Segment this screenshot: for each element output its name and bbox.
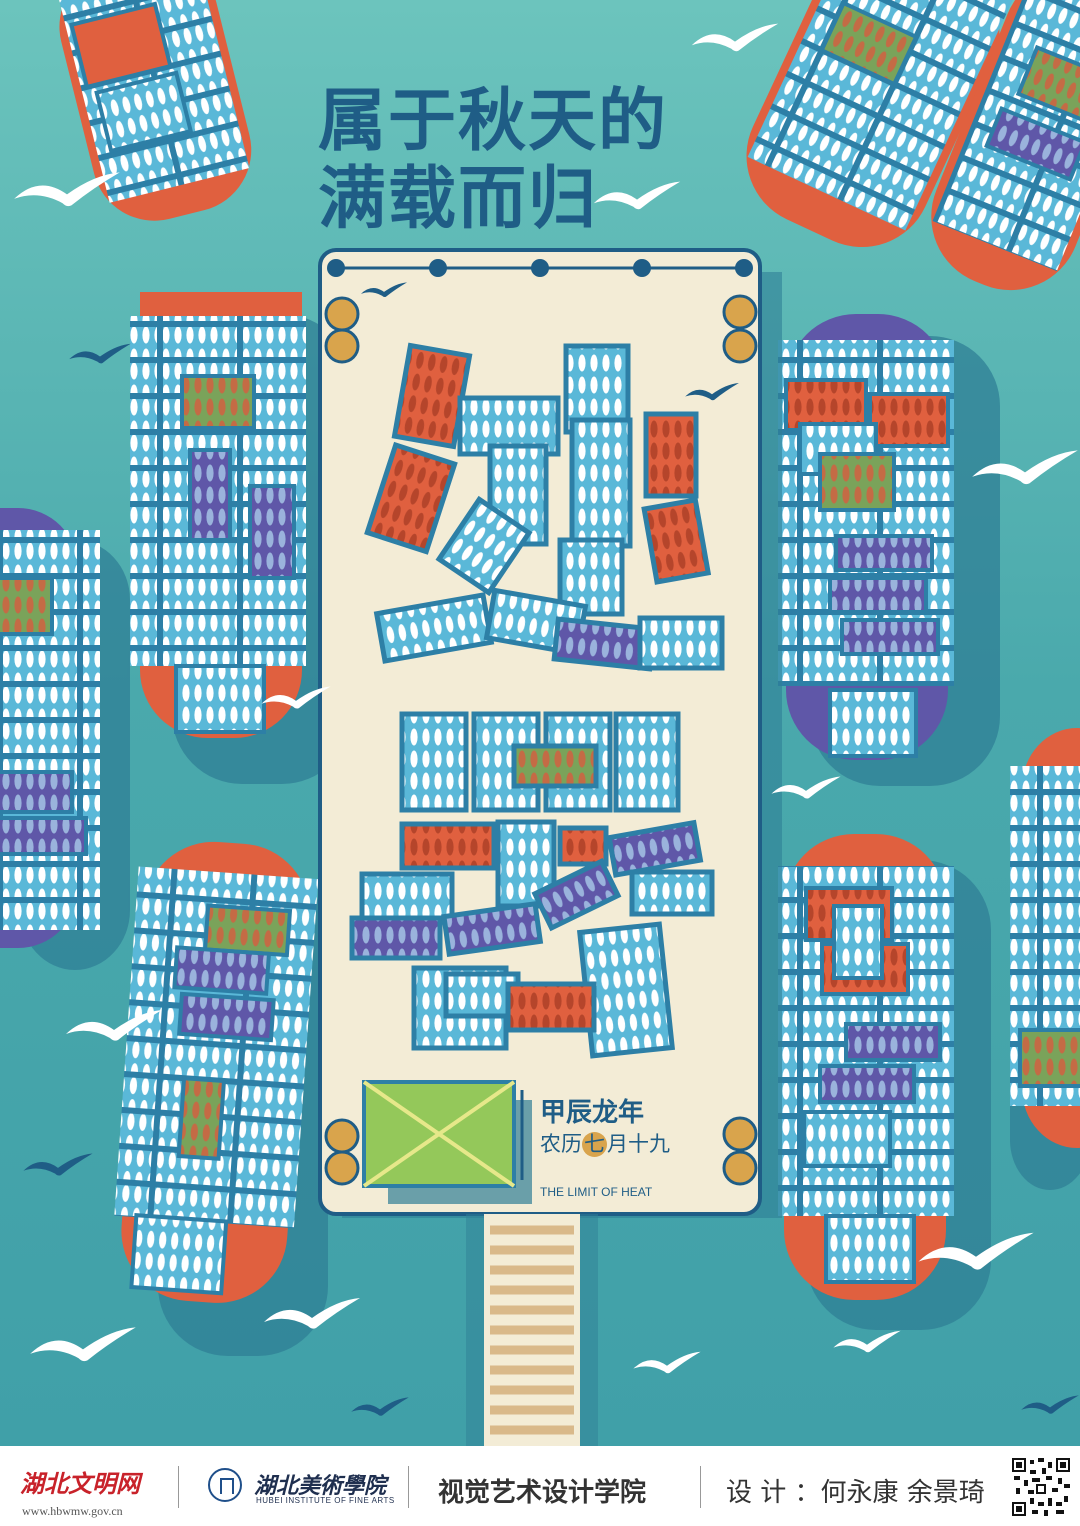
qr-code-icon[interactable] xyxy=(1012,1458,1070,1516)
school-emblem-icon xyxy=(208,1468,242,1502)
seagull-icon xyxy=(833,1330,901,1353)
design-credit: 设 计 ：何永康 余景琦 xyxy=(726,1478,985,1508)
footer-divider xyxy=(700,1466,701,1508)
boat-icon xyxy=(130,292,306,738)
footer: 湖北文明网 www.hbwmw.gov.cn 湖北美術學院 HUBEI INST… xyxy=(0,1446,1080,1526)
seagull-icon xyxy=(593,181,681,210)
footer-divider xyxy=(408,1466,409,1508)
footer-divider xyxy=(178,1466,179,1508)
boat-icon xyxy=(931,0,1080,291)
lunar-highlight: 七 xyxy=(582,1132,607,1157)
boat-icon xyxy=(114,841,319,1303)
lunar-date: 农历七月十九 xyxy=(540,1128,670,1158)
seagull-icon xyxy=(633,1351,701,1374)
seagull-icon xyxy=(69,343,131,364)
boat-icon xyxy=(0,508,100,948)
school-logo: 湖北美術學院 xyxy=(254,1473,387,1499)
seagull-icon xyxy=(351,1397,409,1416)
poster-title-line1: 属于秋天的 xyxy=(318,82,669,161)
college-name: 视觉艺术设计学院 xyxy=(438,1478,647,1508)
school-logo-en: HUBEI INSTITUTE OF FINE ARTS xyxy=(256,1496,395,1505)
poster-illustration xyxy=(0,0,1080,1446)
lunar-prefix: 农历 xyxy=(540,1132,582,1156)
boat-icon xyxy=(1010,728,1080,1148)
seagull-icon xyxy=(30,1327,136,1362)
dock-crates xyxy=(349,342,725,1059)
boat-icon xyxy=(778,834,954,1300)
boat-icon xyxy=(778,314,954,760)
seagull-icon xyxy=(691,23,779,52)
boat-icon xyxy=(746,0,1016,248)
hbwmw-url[interactable]: www.hbwmw.gov.cn xyxy=(22,1504,123,1518)
poster-title-line2: 满载而归 xyxy=(318,160,599,239)
tagline: THE LIMIT OF HEAT xyxy=(540,1185,653,1199)
seagull-icon xyxy=(23,1153,93,1176)
hbwmw-logo[interactable]: 湖北文明网 xyxy=(20,1469,140,1498)
boat-icon xyxy=(54,0,252,221)
year-label: 甲辰龙年 xyxy=(540,1098,645,1128)
lunar-suffix: 月十九 xyxy=(607,1132,670,1156)
seagull-icon xyxy=(1021,1395,1079,1414)
green-crate xyxy=(362,1080,532,1204)
